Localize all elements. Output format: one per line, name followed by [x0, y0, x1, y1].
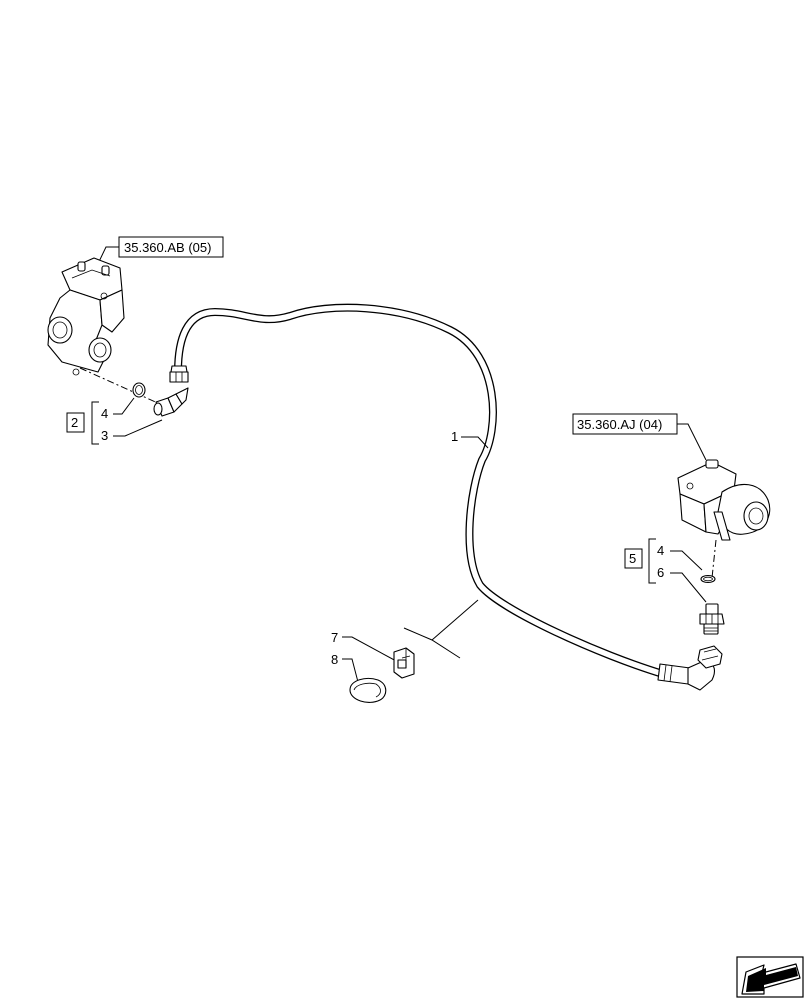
reference-box-valve-aj[interactable]: 35.360.AJ (04): [572, 413, 678, 435]
callout-8: 8: [331, 652, 338, 667]
group-box-2[interactable]: 2: [66, 412, 85, 433]
callout-1: 1: [451, 429, 458, 444]
group-box-5[interactable]: 5: [624, 548, 643, 569]
reference-label-aj: 35.360.AJ (04): [577, 417, 662, 432]
adapter-fitting-right: [699, 603, 725, 635]
callout-4-right: 4: [657, 543, 664, 558]
band-part: [349, 677, 387, 703]
clip-part: [393, 647, 415, 679]
reference-box-valve-ab[interactable]: 35.360.AB (05): [118, 236, 224, 258]
callout-6-right: 6: [657, 565, 664, 580]
o-ring-left: [132, 382, 146, 398]
hose-fitting-right: [657, 645, 723, 691]
valve-block-left: [47, 257, 125, 376]
callout-4-left: 4: [101, 406, 108, 421]
svg-text:2: 2: [71, 415, 78, 430]
svg-text:5: 5: [629, 551, 636, 566]
callout-7: 7: [331, 630, 338, 645]
reference-label-ab: 35.360.AB (05): [124, 240, 211, 255]
elbow-fitting-left: [153, 387, 189, 417]
o-ring-right: [700, 574, 716, 584]
solenoid-valve-right: [677, 459, 771, 541]
callout-3-left: 3: [101, 428, 108, 443]
hose-fitting-left: [169, 365, 189, 383]
hydraulic-hose: [174, 303, 667, 678]
arrow-back-icon[interactable]: [736, 956, 804, 998]
